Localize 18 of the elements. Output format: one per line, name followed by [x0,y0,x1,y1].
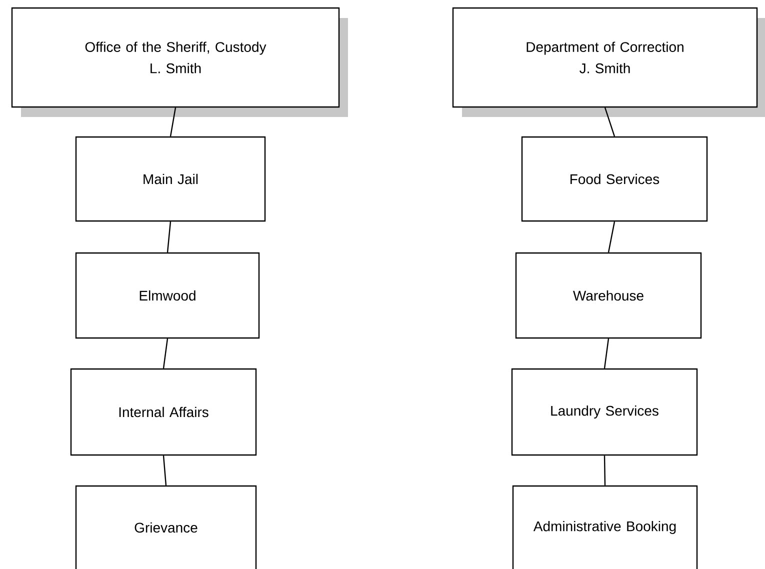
connector-line [162,338,168,368]
connector-line [604,338,610,368]
connector-line [166,222,172,252]
org-box: Internal Affairs [70,368,257,456]
connector-line [608,221,616,253]
connector-line [604,107,616,137]
connector-line [170,108,176,136]
connector-line [162,456,167,486]
org-box: Main Jail [75,136,266,222]
org-box: Office of the Sheriff, Custody L. Smith [11,7,348,117]
org-box: Laundry Services [511,368,698,456]
org-box: Grievance [75,485,257,569]
org-box: Department of Correction J. Smith [452,7,765,117]
org-box: Warehouse [515,252,702,339]
org-box: Food Services [521,136,708,222]
org-box: Administrative Booking [512,485,698,569]
connector-line [604,456,606,486]
org-box: Elmwood [75,252,260,339]
